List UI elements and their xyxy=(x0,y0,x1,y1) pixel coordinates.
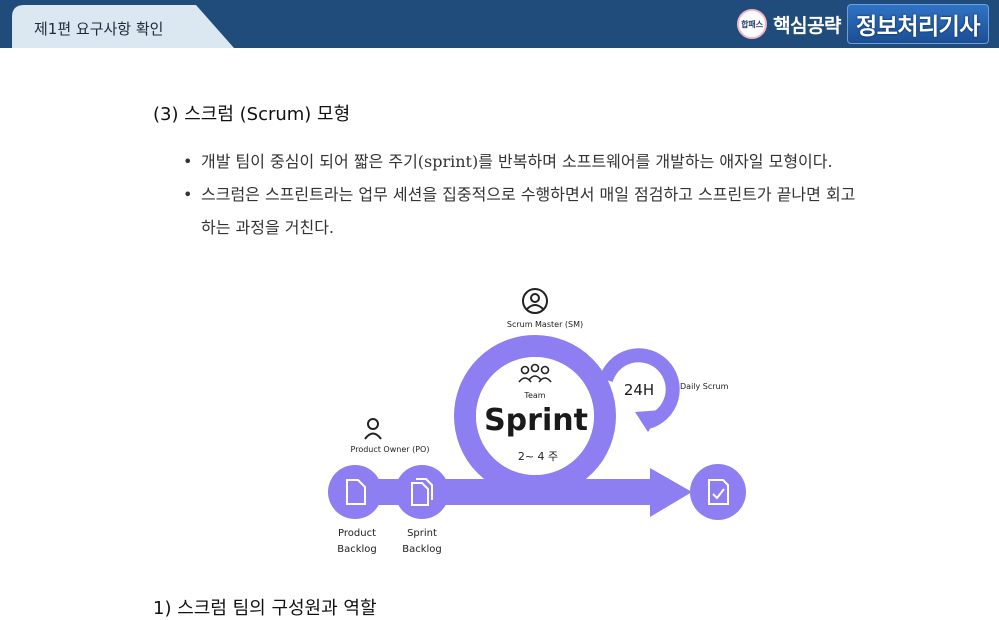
brand: 합패스 핵심공략 정보처리기사 xyxy=(737,4,989,44)
sprint-ring xyxy=(454,335,616,497)
bullet-item: • 스크럼은 스프린트라는 업무 세션을 집중적으로 수행하면서 매일 점검하고 … xyxy=(183,178,863,244)
product-backlog-node xyxy=(328,465,382,519)
section-title: (3) 스크럼 (Scrum) 모형 xyxy=(153,104,351,125)
bullet-dot: • xyxy=(183,185,193,204)
checklist-icon xyxy=(708,479,729,505)
bullet-item: • 개발 팀이 중심이 되어 짧은 주기(sprint)를 반복하며 소프트웨어를… xyxy=(183,145,863,178)
process-arrowhead xyxy=(650,468,692,517)
brand-title-2: 정보처리기사 xyxy=(847,4,989,44)
scrum-master-label: Scrum Master (SM) xyxy=(507,320,583,329)
sprint-core xyxy=(476,357,594,475)
brand-logo: 합패스 xyxy=(737,9,768,39)
sprint-backlog-label-1: Sprint xyxy=(407,528,437,539)
product-owner-label: Product Owner (PO) xyxy=(351,445,430,454)
daily-arc xyxy=(599,348,680,429)
next-heading: 1) 스크럼 팀의 구성원과 역할 xyxy=(153,598,377,619)
product-backlog-label-2: Backlog xyxy=(337,544,377,555)
daily-arrowhead xyxy=(635,410,662,432)
deliverable-node xyxy=(690,464,746,520)
daily-hours-label: 24H xyxy=(624,381,654,399)
scrum-master-icon xyxy=(522,288,548,314)
daily-scrum-label: Daily Scrum xyxy=(680,382,729,391)
bullet-list: • 개발 팀이 중심이 되어 짧은 주기(sprint)를 반복하며 소프트웨어를… xyxy=(183,145,863,244)
bullet-text: 개발 팀이 중심이 되어 짧은 주기(sprint)를 반복하며 소프트웨어를 … xyxy=(201,152,833,171)
brand-title-1: 핵심공략 xyxy=(773,14,842,37)
product-owner-icon xyxy=(364,418,382,440)
header-bar: 제1편 요구사항 확인 합패스 핵심공략 정보처리기사 xyxy=(0,0,999,48)
scrum-diagram: Scrum Master (SM) Product Owner (PO) Tea… xyxy=(328,288,746,555)
document-icon xyxy=(346,479,366,505)
duration-label: 2~ 4 주 xyxy=(518,450,558,463)
bullet-dot: • xyxy=(183,152,193,171)
bullet-text: 스크럼은 스프린트라는 업무 세션을 집중적으로 수행하면서 매일 점검하고 스… xyxy=(201,185,856,237)
chapter-tab: 제1편 요구사항 확인 xyxy=(12,5,234,48)
sprint-label: Sprint xyxy=(484,403,588,438)
chapter-label: 제1편 요구사항 확인 xyxy=(34,20,164,38)
sprint-backlog-label-2: Backlog xyxy=(402,544,442,555)
sprint-backlog-node xyxy=(395,465,449,519)
team-label: Team xyxy=(523,391,545,400)
team-icon xyxy=(518,363,552,383)
documents-icon xyxy=(411,478,433,506)
product-backlog-label-1: Product xyxy=(338,528,376,539)
